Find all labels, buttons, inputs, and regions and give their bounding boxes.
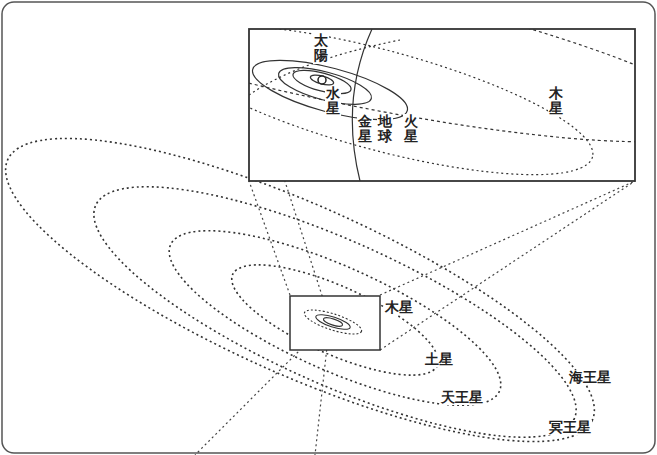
zoom-box bbox=[290, 296, 380, 350]
sun-label: 太陽 bbox=[313, 33, 329, 64]
saturn-label: 土星 bbox=[424, 352, 454, 367]
inset-box bbox=[249, 29, 635, 181]
uranus-orbit bbox=[149, 197, 520, 438]
venus-label: 金星 bbox=[357, 114, 373, 145]
earth-label: 地球 bbox=[377, 114, 393, 145]
pluto-label: 冥王星 bbox=[548, 420, 592, 435]
saturn-orbit bbox=[219, 243, 451, 396]
mars-label: 火星 bbox=[403, 114, 419, 145]
jupiter-label: 木星 bbox=[548, 86, 564, 117]
uranus-label: 天王星 bbox=[440, 390, 484, 405]
mercury-label: 水星 bbox=[325, 86, 341, 117]
neptune-label: 海王星 bbox=[568, 370, 612, 385]
inset-orbits bbox=[249, 29, 635, 181]
neptune-orbit bbox=[66, 140, 603, 455]
sun-symbol bbox=[318, 76, 326, 84]
jupiter-label: 木星 bbox=[384, 300, 414, 315]
inner-orbits-small bbox=[302, 305, 364, 339]
